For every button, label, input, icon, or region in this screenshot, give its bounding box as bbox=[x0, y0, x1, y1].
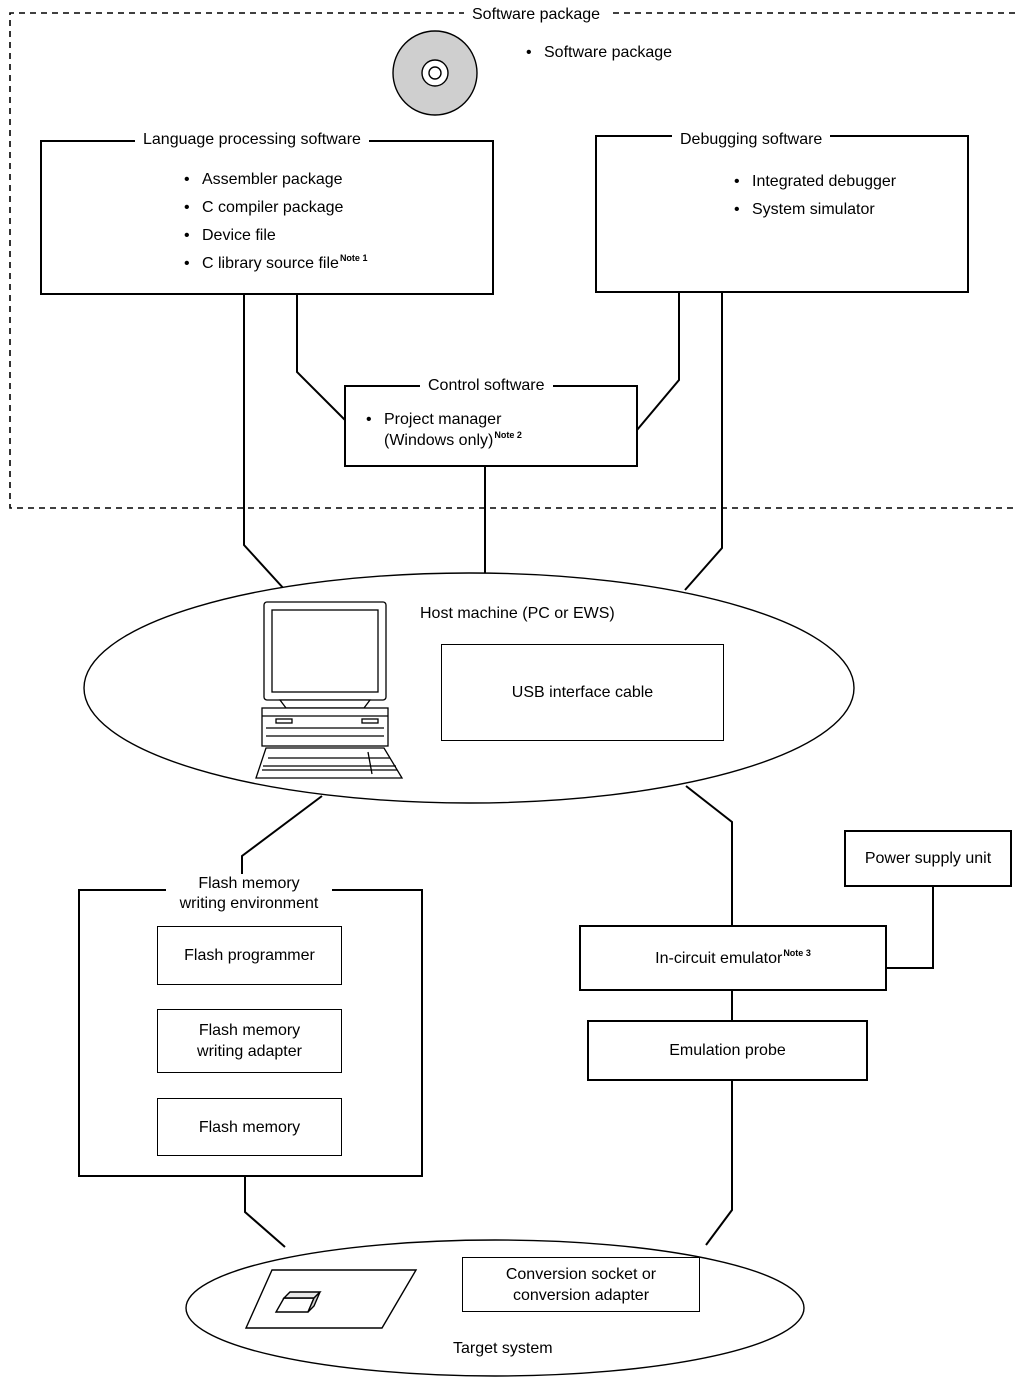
control-item-line1: Project manager bbox=[384, 411, 502, 428]
computer-icon bbox=[255, 601, 404, 779]
flash-environment-title: Flash memory writing environment bbox=[166, 874, 332, 914]
flash-environment-title-line2: writing environment bbox=[179, 895, 319, 912]
conversion-socket-line2: conversion adapter bbox=[512, 1286, 650, 1304]
flash-programmer-box: Flash programmer bbox=[157, 926, 342, 985]
list-item: C compiler package bbox=[184, 194, 367, 222]
cd-icon bbox=[392, 30, 478, 116]
list-item: Software package bbox=[526, 39, 672, 67]
flash-memory-box: Flash memory bbox=[157, 1098, 342, 1156]
list-item: Assembler package bbox=[184, 166, 367, 194]
control-item-line2: (Windows only) bbox=[384, 432, 494, 449]
debugging-software-list: Integrated debugger System simulator bbox=[734, 168, 896, 224]
flash-environment-title-line1: Flash memory bbox=[198, 875, 300, 892]
list-item-label: C library source file bbox=[202, 255, 339, 272]
bullet: • bbox=[366, 411, 372, 428]
list-item: System simulator bbox=[734, 196, 896, 224]
in-circuit-emulator-label: In-circuit emulator bbox=[655, 949, 783, 967]
list-item: Device file bbox=[184, 222, 367, 250]
usb-interface-cable-box: USB interface cable bbox=[441, 644, 724, 741]
emulation-probe-box: Emulation probe bbox=[587, 1020, 868, 1081]
list-item: C library source fileNote 1 bbox=[184, 250, 367, 278]
conversion-socket-box: Conversion socket or conversion adapter bbox=[462, 1257, 700, 1312]
emulation-probe-label: Emulation probe bbox=[669, 1042, 786, 1059]
control-software-item-line2: (Windows only)Note 2 bbox=[384, 431, 522, 451]
host-machine-title: Host machine (PC or EWS) bbox=[420, 605, 615, 622]
language-processing-title: Language processing software bbox=[135, 130, 369, 150]
power-supply-unit-box: Power supply unit bbox=[844, 830, 1012, 887]
usb-interface-cable-label: USB interface cable bbox=[511, 684, 654, 701]
note-marker: Note 2 bbox=[494, 430, 522, 440]
flash-adapter-line2: writing adapter bbox=[197, 1043, 302, 1060]
conversion-socket-line1: Conversion socket or bbox=[505, 1265, 657, 1283]
language-processing-list: Assembler package C compiler package Dev… bbox=[184, 166, 367, 278]
flash-programmer-label: Flash programmer bbox=[184, 947, 315, 964]
target-board-icon bbox=[244, 1269, 418, 1329]
debugging-software-title: Debugging software bbox=[672, 130, 831, 150]
power-supply-unit-label: Power supply unit bbox=[864, 850, 992, 867]
software-package-list: Software package bbox=[526, 39, 672, 67]
software-package-frame bbox=[9, 12, 1015, 509]
target-system-title: Target system bbox=[453, 1340, 553, 1357]
connector-lines bbox=[241, 290, 934, 1248]
note-marker: Note 1 bbox=[339, 253, 368, 263]
flash-adapter-line1: Flash memory bbox=[198, 1022, 301, 1039]
software-package-title: Software package bbox=[464, 5, 609, 25]
control-software-item: • Project manager bbox=[366, 410, 501, 430]
control-software-title: Control software bbox=[420, 376, 553, 396]
in-circuit-emulator-box: In-circuit emulatorNote 3 bbox=[579, 925, 887, 991]
flash-memory-label: Flash memory bbox=[198, 1118, 301, 1136]
flash-writing-adapter-box: Flash memory writing adapter bbox=[157, 1009, 342, 1073]
note-marker: Note 3 bbox=[783, 947, 811, 958]
list-item: Integrated debugger bbox=[734, 168, 896, 196]
